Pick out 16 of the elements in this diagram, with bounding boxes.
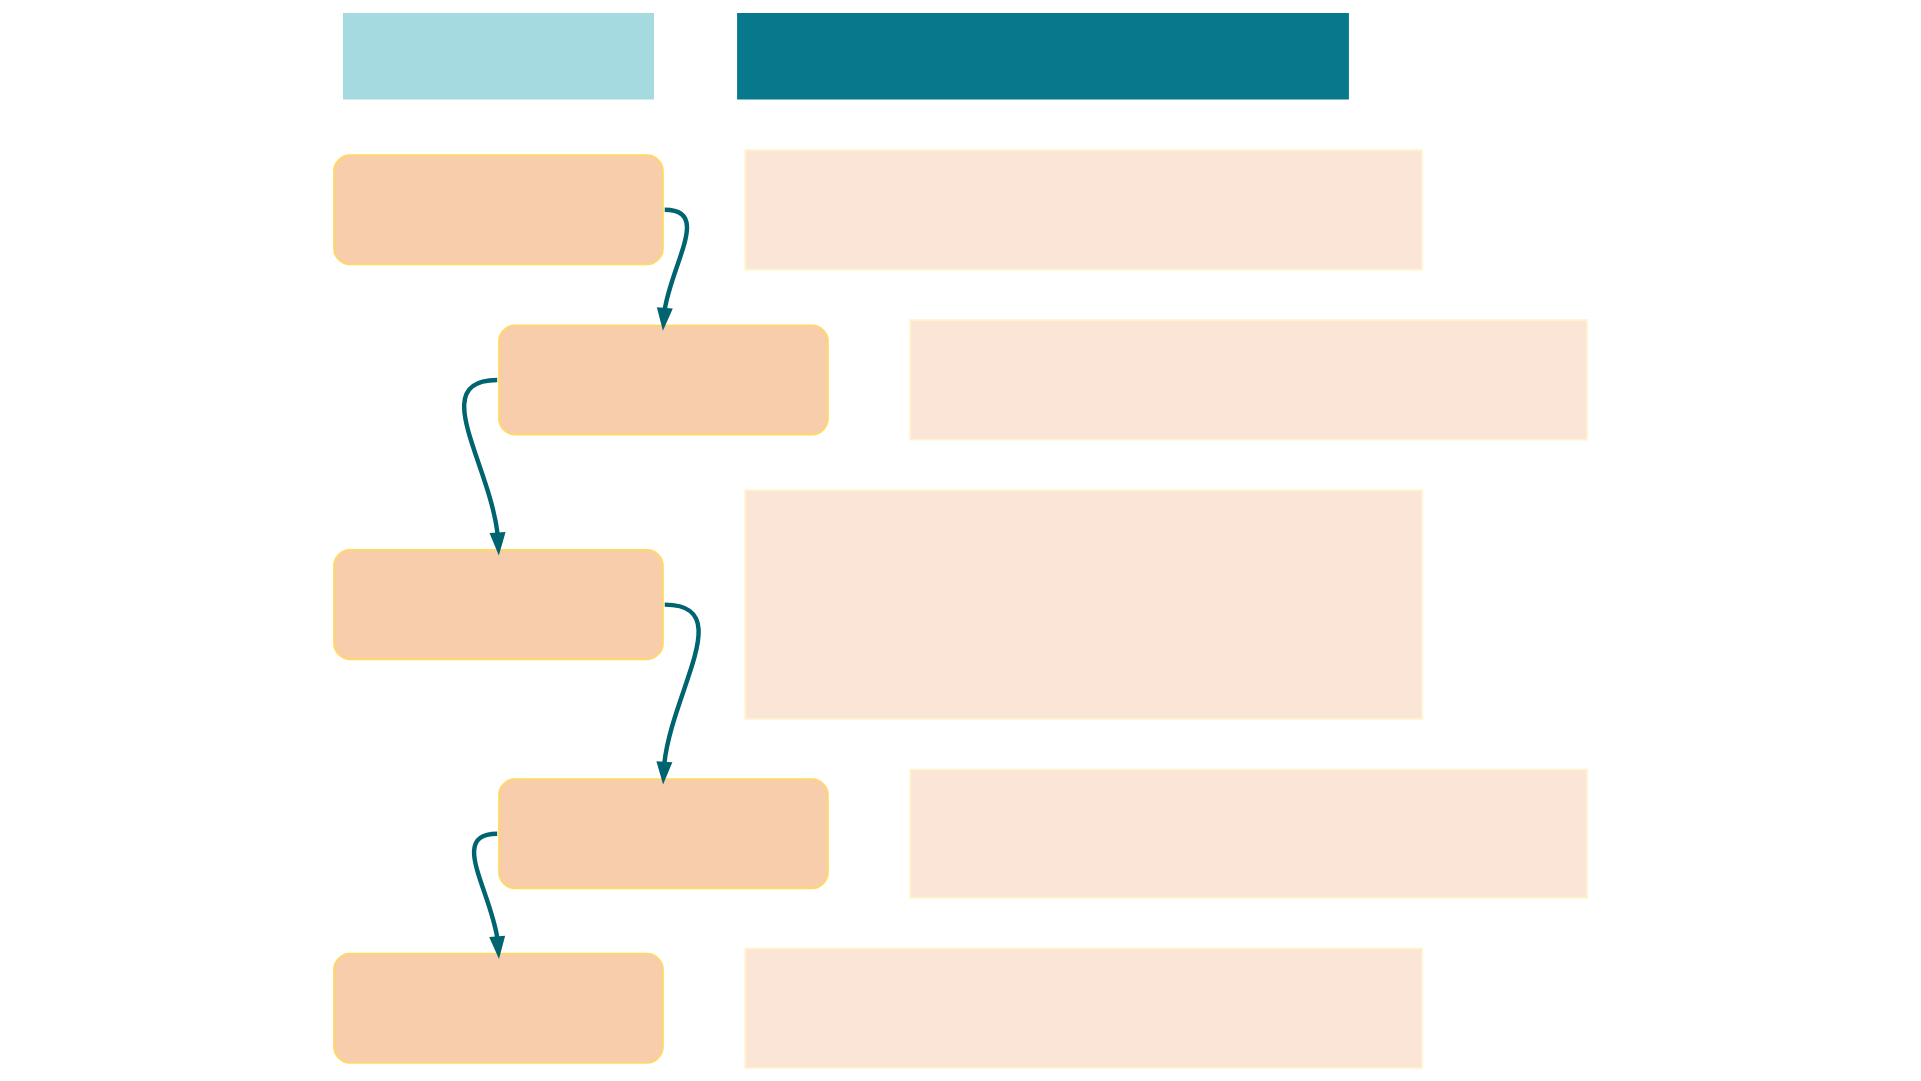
node-box	[744, 489, 1423, 720]
arrow	[462, 377, 506, 556]
node-box	[333, 952, 664, 1064]
arrow	[471, 831, 506, 960]
node-bar	[737, 13, 1349, 100]
arrow	[656, 602, 701, 785]
node-box	[333, 154, 664, 266]
node-box	[909, 319, 1588, 441]
node-box	[498, 778, 829, 890]
node-box	[744, 947, 1423, 1069]
arrow	[656, 207, 689, 331]
node-box	[909, 768, 1588, 899]
node-box	[498, 324, 829, 436]
node-box	[333, 549, 664, 661]
node-box	[744, 149, 1423, 271]
node-bar	[342, 13, 654, 100]
